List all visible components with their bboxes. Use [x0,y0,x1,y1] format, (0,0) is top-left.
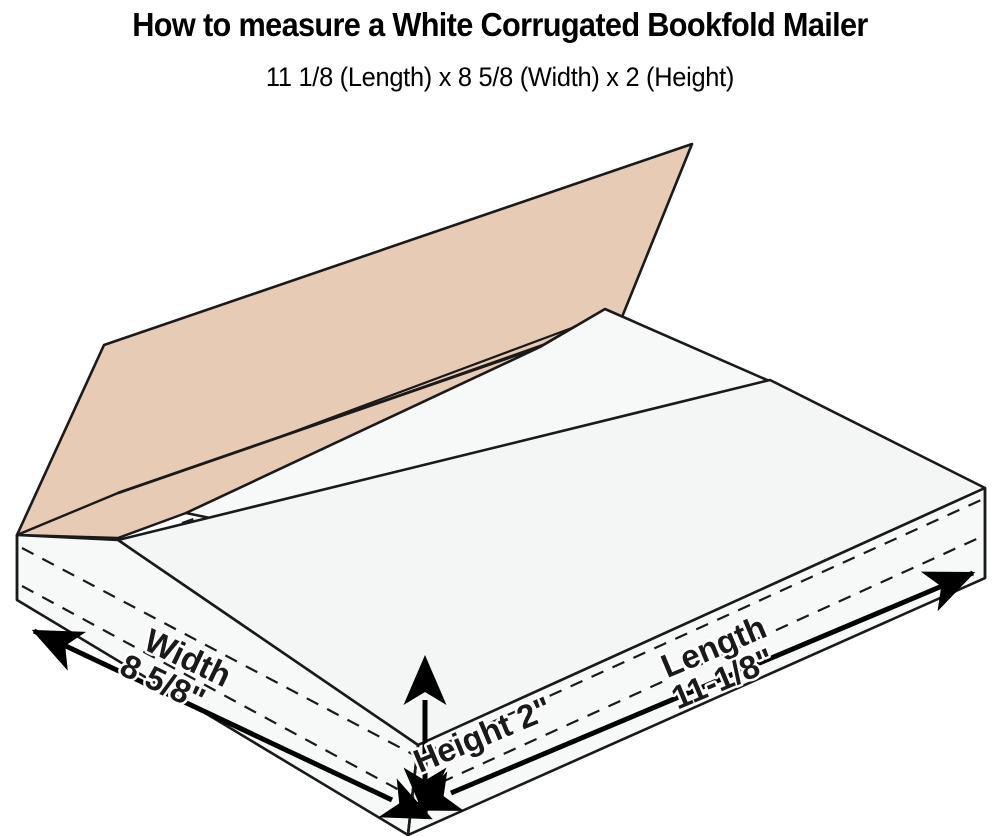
dimension-arrows-group [31,570,976,820]
length-dimension-arrow [409,570,976,811]
width-dimension-arrow [31,628,433,820]
page-title: How to measure a White Corrugated Bookfo… [132,6,868,43]
page-subtitle: 11 1/8 (Length) x 8 5/8 (Width) x 2 (Hei… [265,62,735,92]
